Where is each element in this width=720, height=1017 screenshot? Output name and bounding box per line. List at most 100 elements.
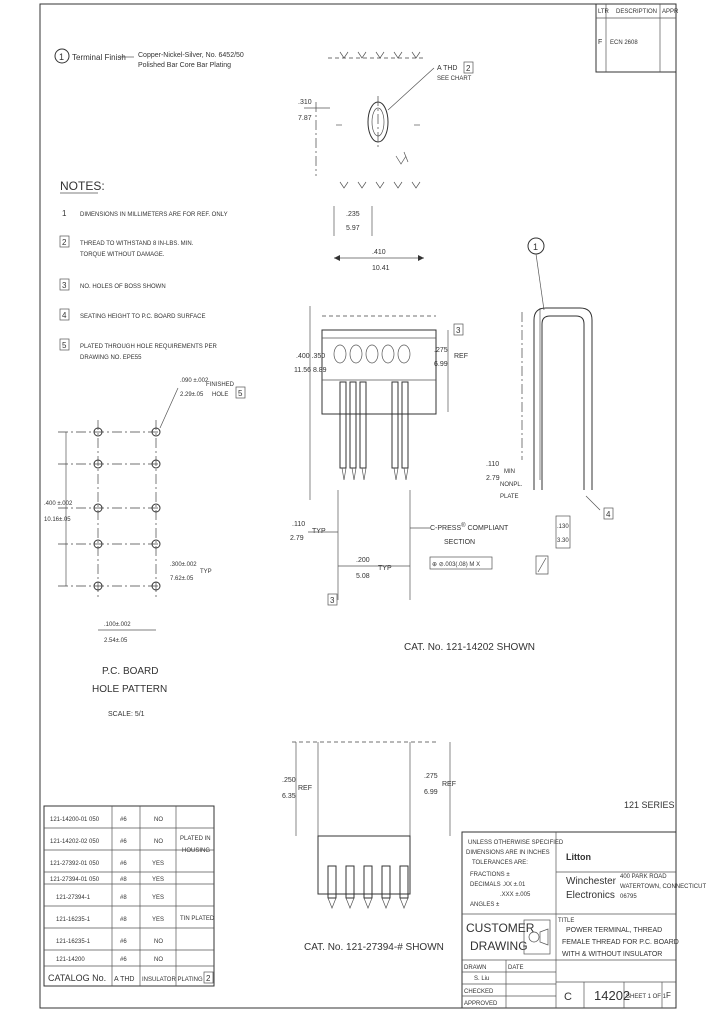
title-line3: WITH & WITHOUT INSULATOR bbox=[562, 951, 662, 958]
top-callout-note: SEE CHART bbox=[437, 76, 472, 82]
svg-text:121-27394-1: 121-27394-1 bbox=[56, 895, 91, 901]
rev-ltr: F bbox=[598, 39, 602, 46]
pcb-dim-row-mm: 7.62±.05 bbox=[170, 576, 194, 582]
front-dim-pin-mm: 2.79 bbox=[290, 535, 304, 542]
tolerance-block: UNLESS OTHERWISE SPECIFIED DIMENSIONS AR… bbox=[466, 840, 564, 908]
svg-text:NO: NO bbox=[154, 839, 163, 845]
pcb-hole-label-note: FINISHED bbox=[206, 382, 235, 388]
svg-text:121-27392-01 050: 121-27392-01 050 bbox=[50, 861, 100, 867]
front-tolerance-label: ⊕ ⊘.003(.08) M X bbox=[432, 562, 480, 568]
drawing-rev: F bbox=[666, 991, 671, 1000]
table-row: 121-16235-1 #6 NO bbox=[56, 939, 163, 945]
side-dim-in: .110 bbox=[486, 461, 499, 468]
bottom-dim-right-mm: 6.99 bbox=[424, 789, 438, 796]
company-address2: WATERTOWN, CONNECTICUT bbox=[620, 884, 706, 890]
svg-text:#6: #6 bbox=[120, 957, 127, 963]
side-callout: 1 bbox=[533, 242, 538, 252]
note-1: 1 Terminal Finish Copper-Nickel-Silver, … bbox=[54, 48, 244, 69]
note-item: 1 DIMENSIONS IN MILLIMETERS ARE FOR REF.… bbox=[62, 209, 228, 218]
svg-text:NO: NO bbox=[154, 957, 163, 963]
side-box-mm: 3.30 bbox=[557, 538, 569, 544]
customer-drawing-line1: CUSTOMER bbox=[466, 921, 535, 935]
svg-text:TOLERANCES ARE:: TOLERANCES ARE: bbox=[472, 860, 528, 866]
svg-text:#8: #8 bbox=[120, 895, 127, 901]
table-group1-line1: PLATED IN bbox=[180, 836, 211, 842]
svg-text:YES: YES bbox=[152, 877, 164, 883]
pcb-hole-label-note2: HOLE bbox=[212, 392, 228, 398]
table-row: 121-14200-01 050 #6 NO bbox=[50, 817, 163, 823]
table-row: 121-27394-01 050 #8 YES bbox=[50, 877, 164, 883]
svg-text:CHECKED: CHECKED bbox=[464, 989, 494, 995]
projection-symbol-icon bbox=[528, 931, 540, 943]
table-header-catalog: CATALOG No. bbox=[48, 973, 106, 983]
revision-block: LTR DESCRIPTION APPR F ECN 2608 bbox=[595, 3, 679, 73]
bottom-dim-left-in: .250 bbox=[282, 777, 296, 784]
svg-text:DECIMALS .XX ±.01: DECIMALS .XX ±.01 bbox=[470, 882, 526, 888]
note-1-body-line1: Copper-Nickel-Silver, No. 6452/50 bbox=[138, 52, 244, 59]
table-header-marker: 2 bbox=[206, 974, 211, 983]
svg-text:3: 3 bbox=[62, 281, 67, 290]
table-row: 121-14200 #6 NO bbox=[56, 957, 163, 963]
front-dim-pitch-in: .200 bbox=[356, 557, 370, 564]
pcb-title-line1: P.C. BOARD bbox=[102, 666, 159, 677]
top-dim-left-mm: 7.87 bbox=[298, 115, 312, 122]
front-dim-pin-in: .110 bbox=[292, 521, 305, 528]
svg-text:121-27394-01 050: 121-27394-01 050 bbox=[50, 877, 100, 883]
rev-header-desc: DESCRIPTION bbox=[616, 9, 657, 15]
svg-text:121-16235-1: 121-16235-1 bbox=[56, 939, 91, 945]
title-label: TITLE bbox=[558, 918, 574, 924]
shown-label-1: CAT. No. 121-14202 SHOWN bbox=[404, 642, 535, 653]
outer-border bbox=[39, 3, 677, 1009]
svg-text:NO: NO bbox=[154, 817, 163, 823]
top-dim-bottom-in: .235 bbox=[346, 211, 360, 218]
pcb-dim-row-in: .300±.002 bbox=[170, 562, 197, 568]
note-item: 2 THREAD TO WITHSTAND 8 IN-LBS. MIN. TOR… bbox=[59, 235, 194, 258]
front-dim-pitch-mm: 5.08 bbox=[356, 573, 370, 580]
svg-text:YES: YES bbox=[152, 917, 164, 923]
side-marker: 4 bbox=[606, 510, 611, 519]
pcb-dim-pitch-mm: 2.54±.05 bbox=[104, 638, 128, 644]
notes-title: NOTES: bbox=[60, 179, 105, 193]
svg-text:S. Liu: S. Liu bbox=[474, 976, 489, 982]
svg-text:APPROVED: APPROVED bbox=[464, 1001, 498, 1007]
title-line1: POWER TERMINAL, THREAD bbox=[566, 927, 662, 934]
note-1-title: Terminal Finish bbox=[72, 53, 126, 62]
svg-text:121-14202-02 050: 121-14202-02 050 bbox=[50, 839, 100, 845]
svg-text:NO. HOLES OF BOSS SHOWN: NO. HOLES OF BOSS SHOWN bbox=[80, 284, 166, 290]
svg-text:FRACTIONS ±: FRACTIONS ± bbox=[470, 872, 510, 878]
pcb-dim-pitch-in: .100±.002 bbox=[104, 622, 131, 628]
table-group1-line2: HOUSING bbox=[182, 848, 210, 854]
top-callout: A THD bbox=[437, 65, 458, 72]
side-dim-mm: 2.79 bbox=[486, 475, 500, 482]
svg-text:SEATING HEIGHT TO P.C. BOARD S: SEATING HEIGHT TO P.C. BOARD SURFACE bbox=[80, 314, 205, 320]
svg-text:NO: NO bbox=[154, 939, 163, 945]
note-item: 3 NO. HOLES OF BOSS SHOWN bbox=[59, 278, 166, 291]
svg-text:DIMENSIONS IN MILLIMETERS ARE: DIMENSIONS IN MILLIMETERS ARE FOR REF. O… bbox=[80, 212, 228, 218]
svg-text:#6: #6 bbox=[120, 817, 127, 823]
note-item: 5 PLATED THROUGH HOLE REQUIREMENTS PER D… bbox=[59, 338, 217, 361]
top-dim-width-in: .410 bbox=[372, 249, 386, 256]
pcb-dim-total-in: .400 ±.002 bbox=[44, 501, 73, 507]
title-line2: FEMALE THREAD FOR P.C. BOARD bbox=[562, 939, 679, 946]
pcb-hole-pattern: .090 ±.002 2.29±.05 FINISHED HOLE 5 .400… bbox=[44, 378, 246, 718]
pcb-dim-total-mm: 10.16±.05 bbox=[44, 517, 71, 523]
front-dim-ref-mm: 6.99 bbox=[434, 361, 448, 368]
top-dim-left-in: .310 bbox=[298, 99, 312, 106]
notes-list: NOTES: 1 DIMENSIONS IN MILLIMETERS ARE F… bbox=[59, 179, 228, 361]
bottom-dim-right-label: REF bbox=[442, 781, 456, 788]
company-address3: 06795 bbox=[620, 894, 637, 900]
side-dim-label2: NONPL. bbox=[500, 482, 523, 488]
drawing-size: C bbox=[564, 991, 572, 1003]
svg-text:DIMENSIONS ARE IN INCHES: DIMENSIONS ARE IN INCHES bbox=[466, 850, 550, 856]
sign-block: DRAWN DATE S. Liu CHECKED APPROVED bbox=[462, 960, 556, 1008]
front-compliant-label: C-PRESS® COMPLIANT bbox=[430, 522, 509, 532]
svg-text:1: 1 bbox=[62, 209, 67, 218]
svg-text:DRAWN: DRAWN bbox=[464, 965, 486, 971]
customer-drawing-line2: DRAWING bbox=[470, 939, 528, 953]
table-row: 121-14202-02 050 #6 NO bbox=[50, 839, 163, 845]
svg-text:5: 5 bbox=[62, 341, 67, 350]
table-row: 121-16235-1 #8 YES bbox=[56, 917, 164, 923]
table-row: 121-27392-01 050 #6 YES bbox=[50, 861, 164, 867]
table-row: 121-27394-1 #8 YES bbox=[56, 895, 164, 901]
